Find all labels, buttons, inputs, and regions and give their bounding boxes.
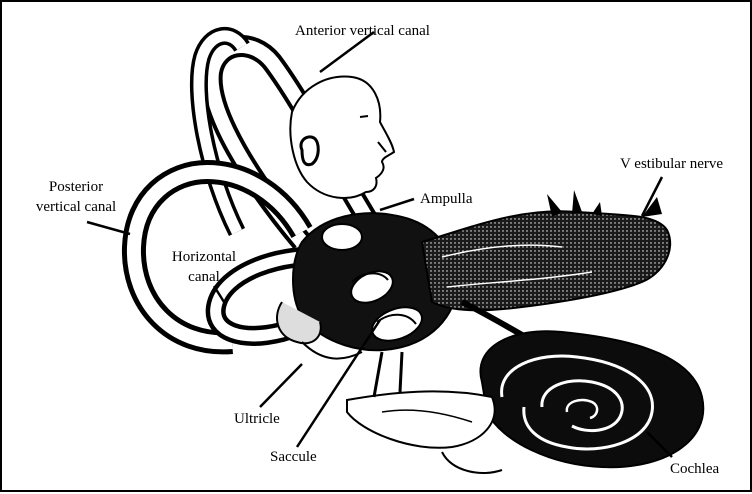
head-orientation-sketch [290,77,394,198]
label-cochlea: Cochlea [670,460,719,478]
leader-ampulla [380,199,414,210]
label-posterior-line2: vertical canal [20,198,132,216]
cochlea [347,331,703,473]
label-ultricle: Ultricle [234,410,280,428]
label-ampulla: Ampulla [420,190,473,208]
label-vestibular-nerve: V estibular nerve [620,155,723,173]
label-anterior-vertical-canal: Anterior vertical canal [295,22,430,40]
leader-posterior [87,222,130,234]
leader-ultricle [260,364,302,407]
label-saccule: Saccule [270,448,317,466]
label-posterior-line1: Posterior [20,178,132,196]
label-horizontal-line1: Horizontal [160,248,248,266]
label-horizontal-line2: canal [160,268,248,286]
